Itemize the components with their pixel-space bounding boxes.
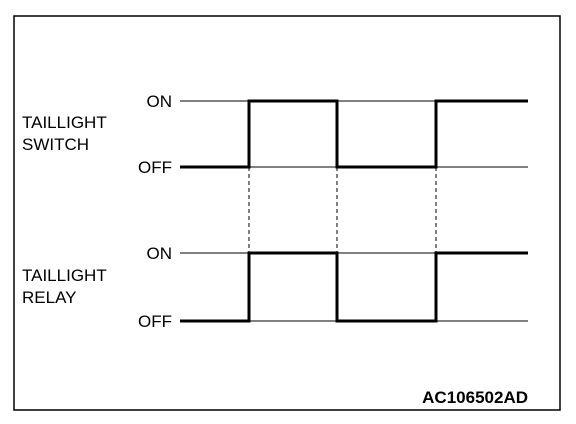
- signal-2-name-line-2: RELAY: [22, 288, 77, 307]
- signal-2-name-line-1: TAILLIGHT: [22, 266, 107, 285]
- transition-guides: [248, 167, 437, 253]
- signal-1-on-label: ON: [147, 92, 173, 111]
- signal-2-on-label: ON: [147, 244, 173, 263]
- diagram-code: AC106502AD: [422, 388, 528, 407]
- signal-taillight-relay: TAILLIGHT RELAY ON OFF: [22, 244, 528, 331]
- signal-1-name-line-2: SWITCH: [22, 135, 89, 154]
- signal-2-off-label: OFF: [138, 312, 172, 331]
- signal-1-off-label: OFF: [138, 158, 172, 177]
- signal-1-waveform: [180, 99, 528, 169]
- signal-1-name-line-1: TAILLIGHT: [22, 113, 107, 132]
- signal-taillight-switch: TAILLIGHT SWITCH ON OFF: [22, 92, 528, 177]
- diagram-frame: [13, 15, 561, 411]
- signal-2-waveform: [180, 251, 528, 323]
